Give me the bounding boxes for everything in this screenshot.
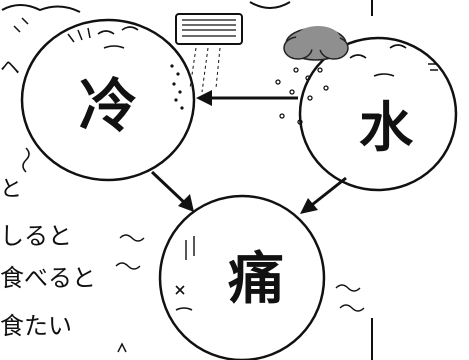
pain-face-eye-x (175, 285, 185, 295)
pain-face-mouth (175, 307, 193, 311)
shiver-marks-top (13, 17, 29, 33)
top-squiggle-right (249, 1, 291, 9)
arrow-water-to-pain (300, 176, 347, 214)
margin-text-line2: 食べると (0, 264, 96, 292)
water-face-eye-right (389, 44, 407, 49)
water-kanji: 水 (359, 95, 414, 159)
water-face-eye-left (349, 54, 367, 59)
water-face-mouth (373, 73, 395, 77)
shiver-marks-bottom (22, 147, 30, 173)
pain-circle: 痛 (158, 194, 326, 360)
squiggle-left-2 (115, 262, 141, 270)
top-squiggle (1, 4, 81, 13)
cold-circle: 冷 (20, 18, 196, 182)
margin-text-line1: しると (0, 222, 72, 250)
arrow-water-to-cold (196, 90, 298, 106)
cold-kanji: 冷 (79, 72, 137, 140)
cold-face-mouth (103, 45, 125, 49)
cold-face-eye-right (121, 26, 139, 31)
bottom-squiggle (117, 342, 127, 353)
margin-edge-char: と (0, 177, 22, 202)
squiggle-left-1 (119, 234, 145, 242)
rain-cloud-icon (275, 26, 349, 125)
air-conditioner-icon (175, 13, 243, 93)
pain-kanji: 痛 (228, 246, 284, 312)
squiggle-right-2 (339, 304, 365, 312)
squiggle-right-1 (335, 284, 361, 292)
margin-edge-mark: ヘ (0, 55, 20, 79)
water-circle: 水 (298, 36, 458, 192)
cold-face-shiver (67, 27, 91, 43)
arrow-cold-to-pain (150, 170, 194, 212)
cold-face-eye-left (97, 30, 115, 35)
margin-text-line3: 食たい (0, 312, 72, 340)
